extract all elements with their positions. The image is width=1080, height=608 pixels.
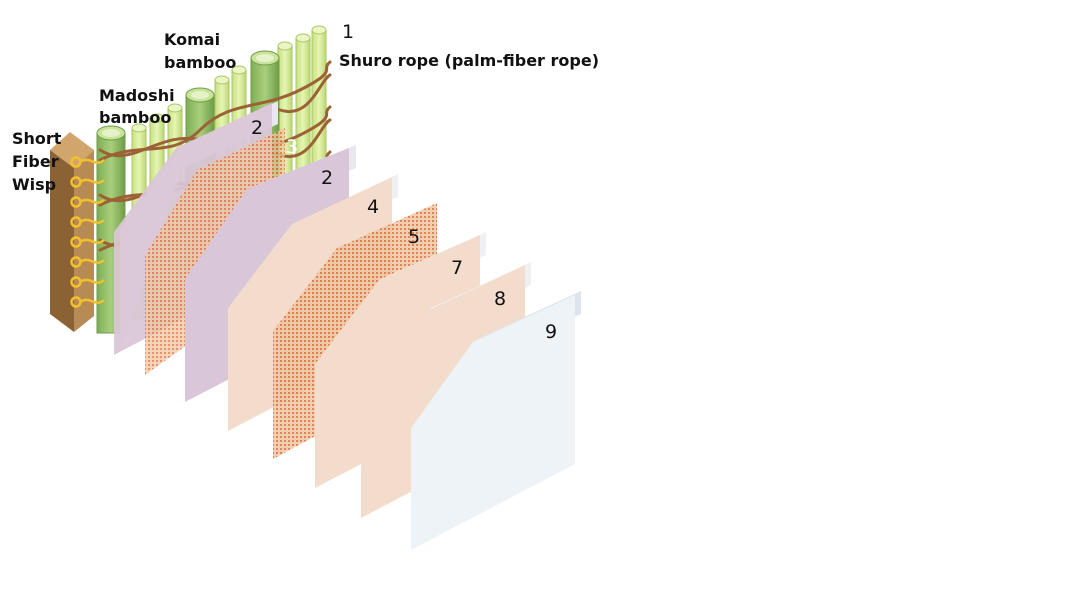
label-wisp: Wisp	[12, 175, 56, 194]
layer-number-7: 7	[451, 257, 463, 279]
fiber-wisp-loops	[70, 156, 105, 308]
label-komai: Komai	[164, 30, 220, 49]
layer-number-1: 1	[342, 21, 354, 43]
label-short: Short	[12, 129, 62, 148]
label-short-fiber-wisp: Short Fiber Wisp	[12, 129, 67, 194]
label-komai-bamboo-word: bamboo	[164, 53, 236, 72]
layer-number-4: 4	[367, 196, 379, 218]
layer-number-9: 9	[545, 321, 557, 343]
label-komai-bamboo: Komai bamboo	[164, 30, 236, 72]
label-fiber: Fiber	[12, 152, 59, 171]
layer-number-5: 5	[408, 226, 420, 248]
label-madoshi: Madoshi	[99, 86, 175, 105]
layer-number-2a: 2	[251, 117, 263, 139]
layer-number-3: 3	[286, 136, 298, 158]
layer-number-2b: 2	[321, 167, 333, 189]
label-madoshi-bamboo-word: bamboo	[99, 108, 171, 127]
short-fiber-wisp-post	[50, 132, 105, 332]
layer-number-8: 8	[494, 288, 506, 310]
layer-panel-9	[411, 291, 581, 550]
label-shuro-rope: Shuro rope (palm-fiber rope)	[339, 51, 599, 70]
label-madoshi-bamboo: Madoshi bamboo	[99, 86, 180, 127]
